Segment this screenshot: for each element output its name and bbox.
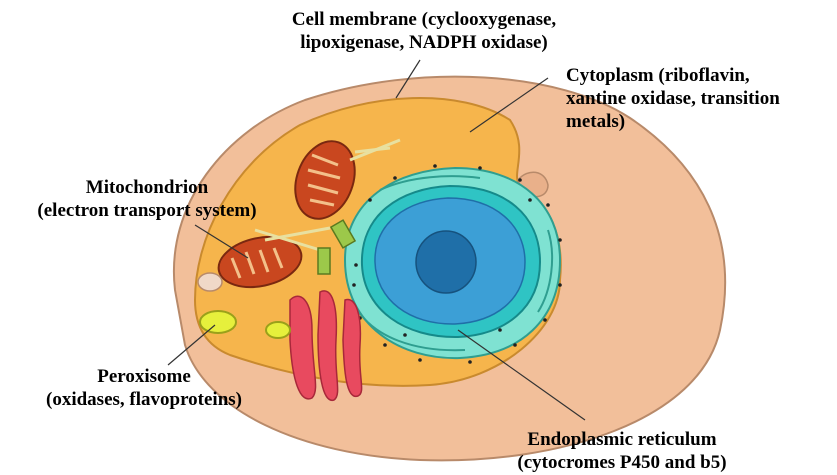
label-er-line2: (cytocromes P450 and b5) bbox=[490, 451, 754, 474]
label-er-line1: Endoplasmic reticulum bbox=[490, 428, 754, 451]
label-peroxisome-line2: (oxidases, flavoproteins) bbox=[12, 388, 276, 411]
peroxisome-2 bbox=[266, 322, 290, 338]
label-peroxisome: Peroxisome (oxidases, flavoproteins) bbox=[12, 365, 276, 411]
vesicle bbox=[198, 273, 222, 291]
label-cytoplasm-line2: xantine oxidase, transition bbox=[566, 87, 834, 110]
label-cytoplasm-line3: metals) bbox=[566, 110, 834, 133]
label-peroxisome-line1: Peroxisome bbox=[12, 365, 276, 388]
label-cell-membrane-line1: Cell membrane (cyclooxygenase, bbox=[232, 8, 616, 31]
golgi-apparatus bbox=[290, 291, 362, 400]
label-cytoplasm-line1: Cytoplasm (riboflavin, bbox=[566, 64, 834, 87]
label-mitochondrion-line1: Mitochondrion bbox=[4, 176, 290, 199]
label-mitochondrion: Mitochondrion (electron transport system… bbox=[4, 176, 290, 222]
label-mitochondrion-line2: (electron transport system) bbox=[4, 199, 290, 222]
label-cytoplasm: Cytoplasm (riboflavin, xantine oxidase, … bbox=[566, 64, 834, 133]
label-cell-membrane: Cell membrane (cyclooxygenase, lipoxigen… bbox=[232, 8, 616, 54]
label-cell-membrane-line2: lipoxigenase, NADPH oxidase) bbox=[232, 31, 616, 54]
label-endoplasmic-reticulum: Endoplasmic reticulum (cytocromes P450 a… bbox=[490, 428, 754, 474]
nucleolus bbox=[416, 231, 476, 293]
peroxisome bbox=[200, 311, 236, 333]
